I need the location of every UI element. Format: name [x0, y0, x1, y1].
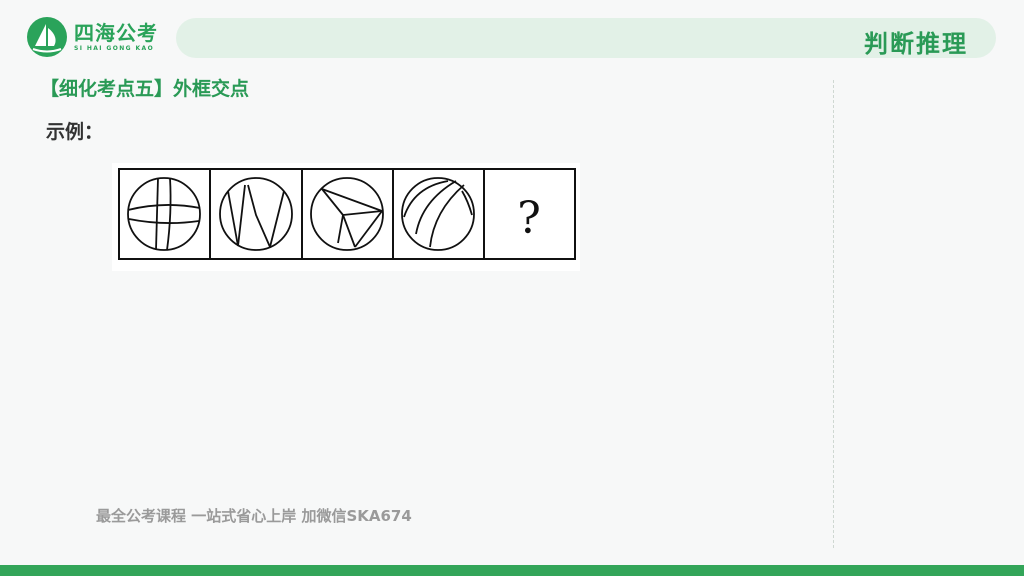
example-label: 示例： [46, 121, 104, 143]
bottom-bar [0, 565, 1024, 576]
circle-with-crossing-lines-icon [127, 177, 201, 251]
subject-title: 判断推理 [864, 30, 968, 58]
vertical-divider [833, 80, 834, 548]
section-title: 【细化考点五】外框交点 [40, 78, 250, 100]
sail-logo-icon [27, 17, 67, 57]
puzzle-grid: ? [118, 168, 576, 260]
footer-ad-text: 最全公考课程 一站式省心上岸 加微信SKA674 [96, 507, 412, 525]
question-mark: ? [517, 193, 541, 244]
puzzle-figure: ? [112, 163, 580, 271]
brand-name-en: SI HAI GONG KAO [74, 45, 155, 52]
brand-name: 四海公考 [74, 21, 158, 45]
circle-with-w-shape-icon [219, 177, 293, 251]
brand-logo: 四海公考 SI HAI GONG KAO [26, 16, 158, 58]
circle-with-triangle-arrow-icon [310, 177, 384, 251]
header-bar: 判断推理 [176, 18, 996, 58]
circle-with-arc-lines-icon [401, 177, 475, 251]
